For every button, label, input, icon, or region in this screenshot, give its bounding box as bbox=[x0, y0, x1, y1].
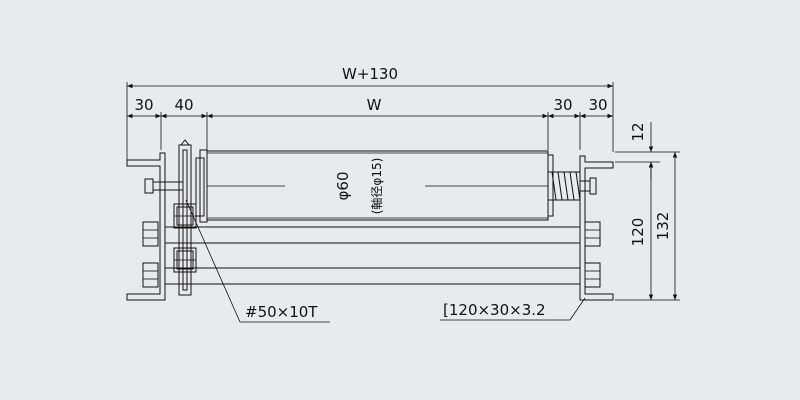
extension-lines bbox=[126, 82, 680, 301]
sprocket-leader bbox=[185, 199, 330, 323]
roller-axle-label: (軸径φ15) bbox=[370, 158, 384, 215]
sprocket-callout: #50×10T bbox=[245, 303, 318, 321]
dim-roller-width: W bbox=[367, 96, 382, 114]
roller-hub bbox=[195, 149, 208, 223]
dim-height-120: 120 bbox=[629, 218, 647, 247]
tie-bar-upper bbox=[164, 226, 581, 244]
right-spring bbox=[547, 171, 581, 201]
dim-left-30: 30 bbox=[134, 96, 153, 114]
frame-leader bbox=[440, 297, 586, 321]
left-frame bbox=[126, 152, 166, 301]
left-axle-bolt bbox=[144, 178, 184, 194]
dim-top-12: 12 bbox=[629, 122, 647, 141]
dim-left-40: 40 bbox=[174, 96, 193, 114]
dim-height-132: 132 bbox=[654, 212, 672, 241]
right-axle-bolt bbox=[579, 177, 597, 195]
dim-overall-width: W+130 bbox=[342, 65, 398, 83]
dimension-lines bbox=[127, 83, 678, 300]
dim-right-30-b: 30 bbox=[588, 96, 607, 114]
left-hex-nut-upper bbox=[142, 221, 159, 247]
right-frame bbox=[579, 155, 614, 301]
right-hex-nut-lower bbox=[584, 262, 601, 288]
dim-right-30-a: 30 bbox=[553, 96, 572, 114]
right-hex-nut-upper bbox=[584, 221, 601, 247]
tie-bar-lower bbox=[164, 267, 581, 285]
frame-callout: [120×30×3.2 bbox=[443, 301, 546, 319]
sprocket bbox=[178, 139, 192, 296]
roller-diameter-label: φ60 bbox=[334, 172, 352, 201]
left-hex-nut-lower bbox=[142, 262, 159, 288]
